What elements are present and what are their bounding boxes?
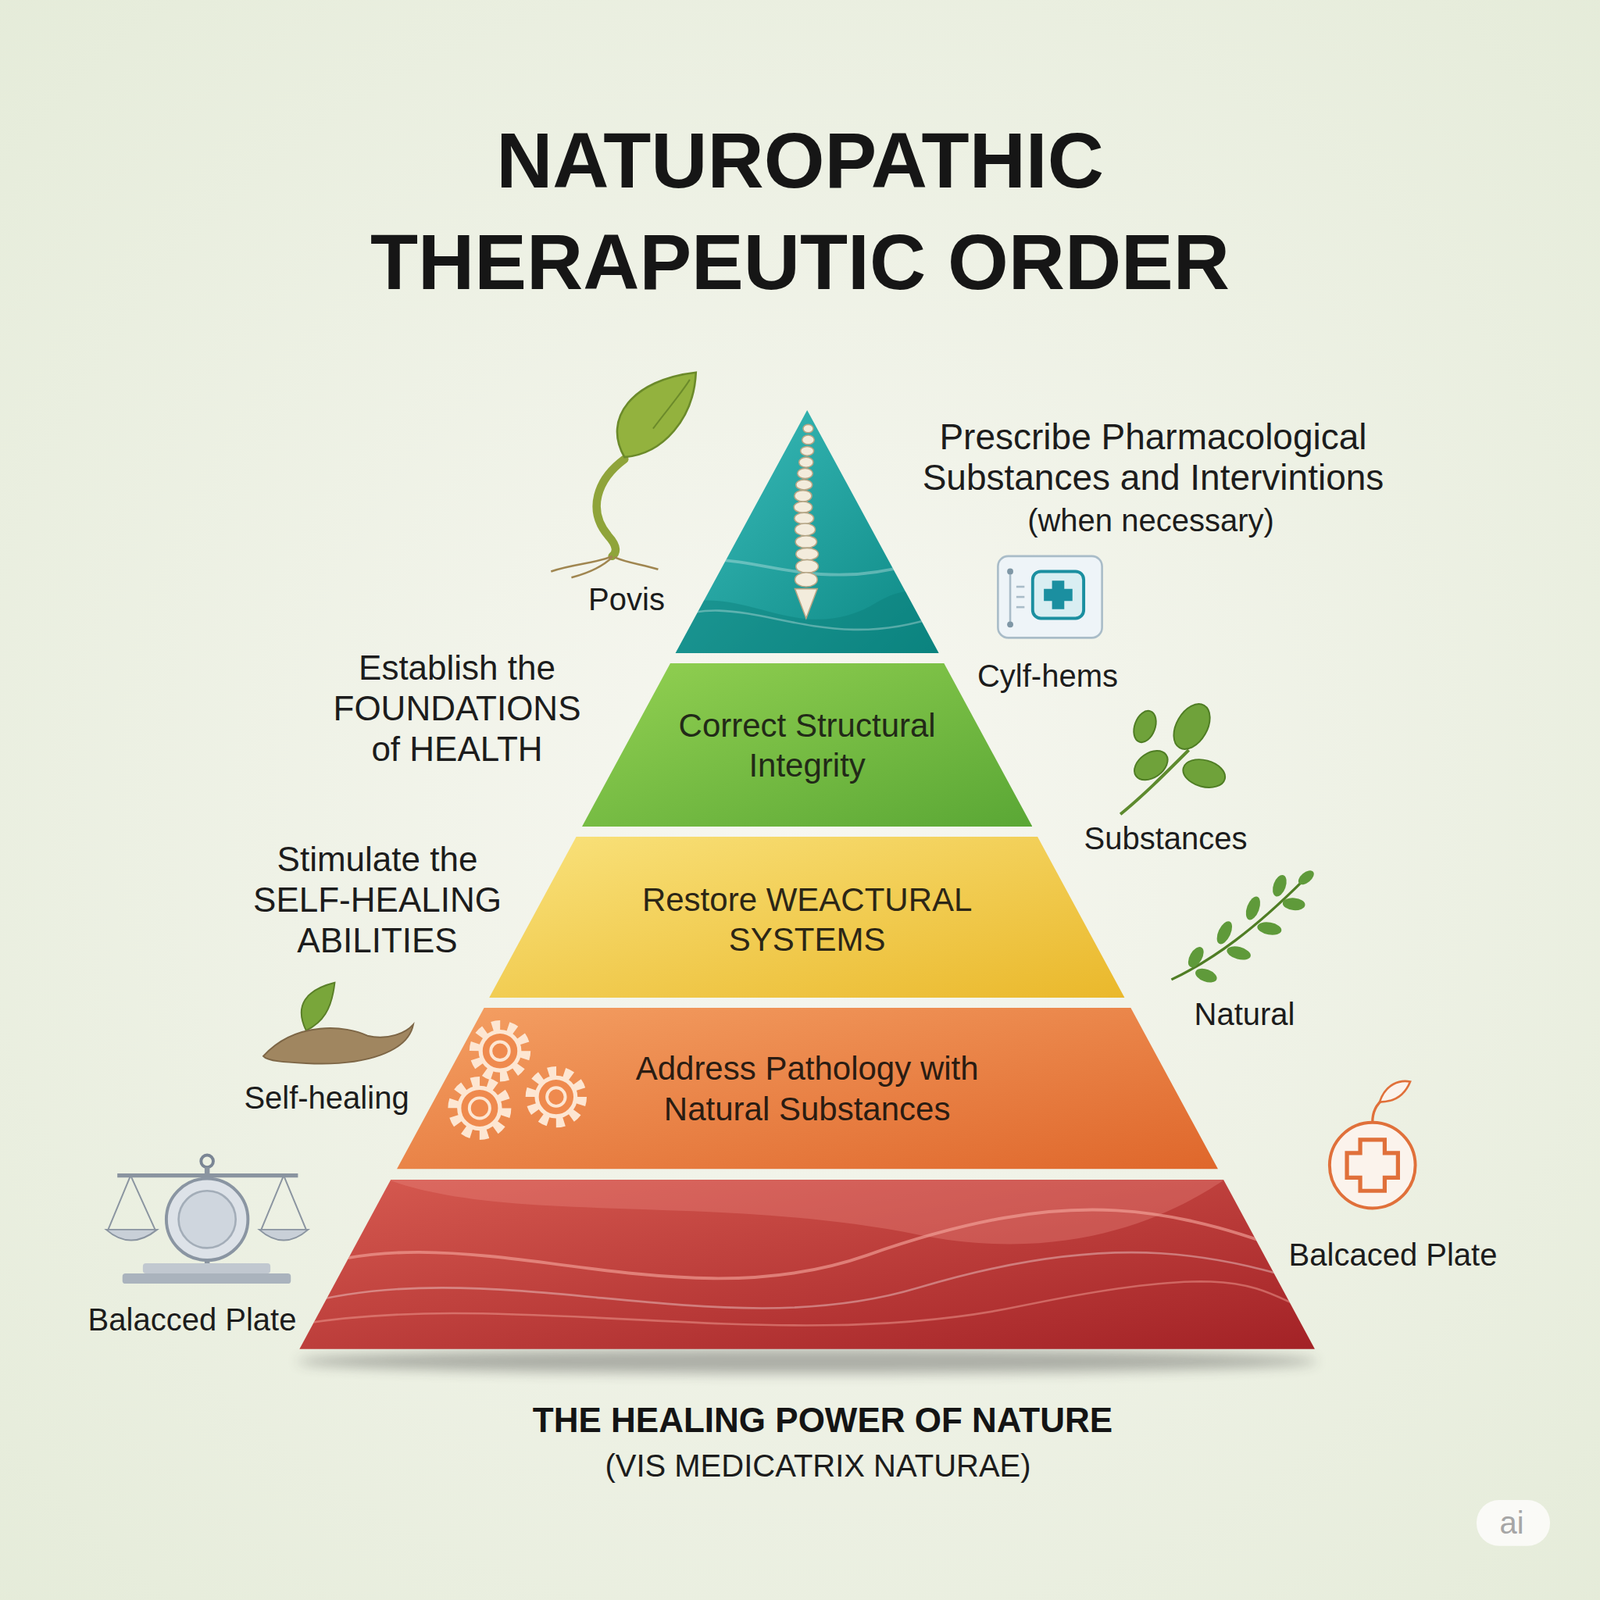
pyramid-band: Restore WEACTURAL SYSTEMS: [489, 836, 1125, 998]
side-label: (VIS MEDICATRIX NATURAE): [604, 1446, 1031, 1485]
side-label: ai: [1499, 1503, 1524, 1542]
title-box: NATUROPATHIC THERAPEUTIC ORDER: [331, 109, 1269, 313]
label-box: Establish the FOUNDATIONS of HEALTH: [324, 647, 590, 770]
apex-band: [663, 410, 950, 664]
band-label: Address Pathology with Natural Substance…: [603, 1048, 1011, 1129]
medical-kit-icon: [997, 556, 1102, 638]
balance-scale-icon: [106, 1155, 309, 1285]
band-fill: [396, 1007, 1218, 1169]
pyramid-band: Correct Structural Integrity: [582, 663, 1033, 827]
side-label: Substances: [1083, 819, 1247, 858]
label-box: Substances: [1083, 819, 1247, 858]
health-cross-icon: [1329, 1081, 1416, 1209]
band-label: Correct Structural Integrity: [650, 705, 964, 786]
title: NATUROPATHIC THERAPEUTIC ORDER: [331, 109, 1269, 313]
herb-sprig-icon: [1171, 867, 1317, 986]
watermark-badge: [1476, 1500, 1550, 1547]
label-box: (VIS MEDICATRIX NATURAE): [604, 1446, 1031, 1485]
label-box: Stimulate the SELF-HEALING ABILITIES: [244, 839, 511, 961]
caption-box: THE HEALING POWER OF NATURE: [532, 1400, 1113, 1440]
leaves-icon: [1120, 697, 1229, 815]
gears-icon: [453, 1026, 581, 1134]
side-label: Prescribe Pharmacological Substances and…: [903, 416, 1404, 498]
band-fill: [489, 836, 1125, 998]
side-label: Cylf-hems: [977, 657, 1118, 695]
band-outline: [396, 1007, 1218, 1169]
label-box: (when necessary): [1027, 501, 1275, 540]
label-box: Natural: [1194, 995, 1296, 1033]
pyramid-band: Address Pathology with Natural Substance…: [396, 1007, 1218, 1169]
spine-illustration: [793, 424, 818, 618]
side-label: Povis: [588, 580, 665, 618]
label-box: Prescribe Pharmacological Substances and…: [903, 416, 1404, 498]
label-box: Balcaced Plate: [1289, 1235, 1498, 1274]
side-label: Stimulate the SELF-HEALING ABILITIES: [244, 839, 511, 961]
label-box: ai: [1499, 1503, 1524, 1542]
side-label: Self-healing: [243, 1078, 409, 1117]
side-label: Natural: [1194, 995, 1296, 1033]
caption: THE HEALING POWER OF NATURE: [532, 1400, 1113, 1440]
pyramid-shadow: [296, 1349, 1318, 1374]
band-outline: [582, 663, 1033, 827]
band-label: Restore WEACTURAL SYSTEMS: [572, 879, 1042, 960]
label-box: Cylf-hems: [977, 657, 1118, 695]
label-box: Povis: [588, 580, 665, 618]
seed-icon: [263, 982, 414, 1065]
base-band: [285, 1179, 1327, 1350]
band-fill: [582, 663, 1033, 827]
sprout-icon: [550, 372, 696, 579]
label-box: Balacced Plate: [88, 1300, 297, 1339]
side-label: Balcaced Plate: [1289, 1235, 1498, 1274]
label-box: Self-healing: [243, 1078, 409, 1117]
side-label: Establish the FOUNDATIONS of HEALTH: [324, 647, 590, 770]
side-label: Balacced Plate: [88, 1300, 297, 1339]
side-label: (when necessary): [1027, 501, 1275, 540]
